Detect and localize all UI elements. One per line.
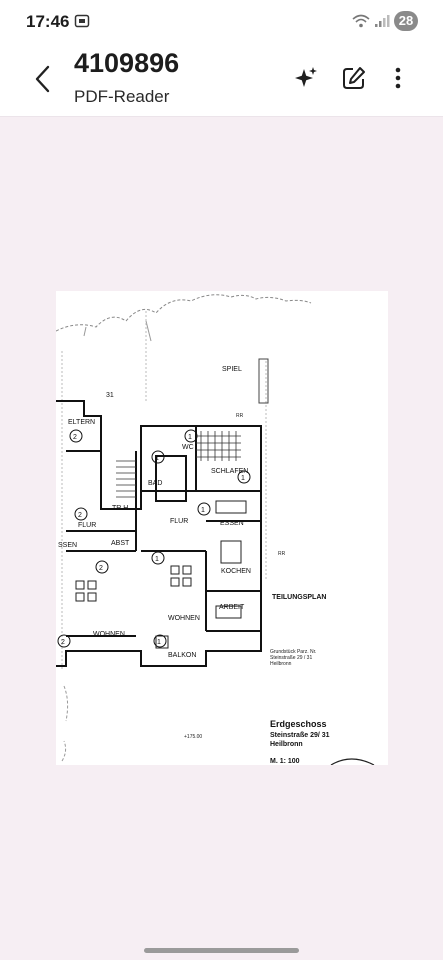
unit-number: 1 [241,475,245,482]
room-label-wohnen: WOHNEN [168,615,200,622]
room-label-rr: RR [236,413,244,419]
unit-number: 1 [157,639,161,646]
ai-assist-button[interactable] [292,64,320,92]
unit-number: 2 [78,512,82,519]
wifi-icon [352,14,370,28]
room-label-kochen: KOCHEN [221,568,251,575]
room-label-wohnen: WOHNEN [93,631,125,638]
room-label-bad: BAD [148,480,162,487]
parcel-line-1: Grundstück Parz. Nr. [270,649,316,655]
pdf-page[interactable]: SPIEL 31 [56,291,388,765]
unit-number: 2 [99,565,103,572]
address: Steinstraße 29/ 31 [270,732,330,739]
unit-number: 1 [188,434,192,441]
document-title: 4109896 [74,48,180,78]
room-label-rr: RR [278,551,286,557]
room-label-essen: ESSEN [220,520,244,527]
status-time: 17:46 [26,12,70,31]
app-bar: 4109896 PDF-Reader [0,44,443,117]
status-bar: 17:46 28 [0,0,443,44]
room-label-eltern: ELTERN [68,419,95,426]
room-label-balkon: BALKON [168,652,196,659]
room-label-spiel: SPIEL [222,366,242,373]
floor-plan-drawing: SPIEL 31 [56,294,375,765]
room-label-arbeit: ARBEIT [219,604,245,611]
plan-title: TEILUNGSPLAN [272,594,326,601]
unit-number: 2 [61,639,65,646]
room-label-schlafen: SCHLAFEN [211,468,248,475]
room-label-wc: WC [182,444,194,451]
signal-icon [375,15,390,27]
battery-badge: 28 [394,11,418,31]
scale: M. 1: 100 [270,758,300,765]
unit-number: 1 [155,455,159,462]
room-label-flur: FLUR [78,522,96,529]
more-vert-icon [395,67,401,89]
room-label-flur: FLUR [170,518,188,525]
chevron-left-icon [35,65,50,93]
gesture-nav-handle[interactable] [144,948,299,953]
floor-name: Erdgeschoss [270,719,327,729]
edit-button[interactable] [340,64,368,92]
edit-icon [343,67,365,89]
room-label-essen: SSEN [58,542,77,549]
city: Heilbronn [270,741,303,748]
unit-number: 1 [155,556,159,563]
room-label-trh: TR.H. [112,505,130,512]
parcel-line-3: Heilbronn [270,661,292,667]
screenshot-icon [74,14,90,28]
more-options-button[interactable] [388,64,408,92]
unit-number: 2 [73,434,77,441]
app-name: PDF-Reader [74,87,170,106]
back-button[interactable] [28,62,58,96]
elevation-mark: +175.00 [184,734,202,740]
parcel-line-2: Steinstraße 29 / 31 [270,655,312,661]
sparkle-icon [295,67,317,87]
unit-number: 1 [201,507,205,514]
plot-number: 31 [106,392,114,399]
room-label-abst: ABST [111,540,130,547]
